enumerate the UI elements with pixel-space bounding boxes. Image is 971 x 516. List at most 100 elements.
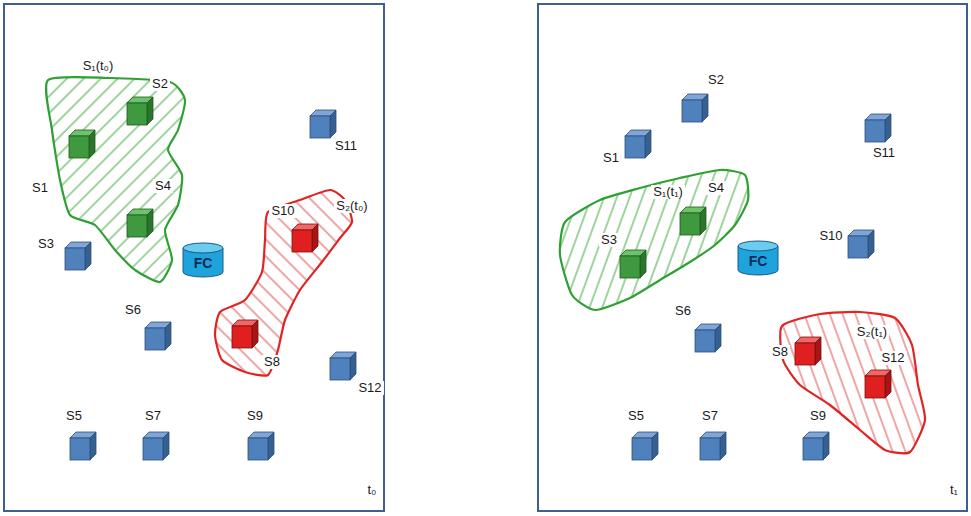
sensor-node: S4 bbox=[127, 207, 153, 237]
cube-front bbox=[682, 100, 702, 122]
cube-side bbox=[868, 230, 874, 258]
cube-front bbox=[620, 256, 640, 278]
sensor-node: S1 bbox=[69, 128, 95, 158]
time-panel: S1S2S4S₁(t₀)S11S10S8S₂(t₀)S3FCS6S12S5S7S… bbox=[3, 3, 385, 512]
region-boundary bbox=[560, 170, 749, 310]
sensor-label: S3 bbox=[599, 233, 619, 248]
fusion-center: FC bbox=[737, 240, 779, 276]
cube-front bbox=[127, 215, 147, 237]
sensor-cube bbox=[625, 128, 651, 158]
sensor-node: S11 bbox=[865, 112, 891, 142]
sensor-label: S3 bbox=[36, 237, 56, 252]
time-label: t₀ bbox=[365, 483, 378, 498]
sensor-cube bbox=[803, 430, 829, 460]
cube-front bbox=[848, 236, 868, 258]
sensor-cube bbox=[310, 108, 336, 138]
sensor-node: S3 bbox=[65, 240, 91, 270]
sensor-node: S5 bbox=[70, 430, 96, 460]
region-boundary bbox=[780, 312, 925, 453]
cube-front bbox=[695, 330, 715, 352]
sensor-cube bbox=[680, 205, 706, 235]
cube-side bbox=[330, 110, 336, 138]
cube-side bbox=[147, 209, 153, 237]
sensor-node: S2 bbox=[127, 95, 153, 125]
sensor-node: S10 bbox=[292, 222, 318, 252]
sensor-cube bbox=[795, 335, 821, 365]
cube-side bbox=[85, 242, 91, 270]
cylinder-top bbox=[183, 243, 223, 253]
sensor-label: S4 bbox=[706, 181, 726, 196]
sensor-node: S4 bbox=[680, 205, 706, 235]
sensor-label: S1 bbox=[30, 181, 50, 196]
sensor-cube bbox=[620, 248, 646, 278]
sensor-label: S8 bbox=[262, 355, 282, 370]
cube-side bbox=[350, 352, 356, 380]
sensor-cube bbox=[848, 228, 874, 258]
time-panel: S2S1S11S4S3S₁(t₁)FCS10S6S8S12S₂(t₁)S5S7S… bbox=[537, 3, 968, 512]
time-label: t₁ bbox=[948, 483, 960, 498]
sensor-cube bbox=[632, 430, 658, 460]
sensor-node: S11 bbox=[310, 108, 336, 138]
sensor-cube bbox=[248, 430, 274, 460]
sensor-label: S9 bbox=[245, 409, 265, 424]
sensor-node: S10 bbox=[848, 228, 874, 258]
sensor-cube bbox=[127, 207, 153, 237]
sensor-node: S7 bbox=[700, 430, 726, 460]
node-label: FC bbox=[194, 255, 213, 271]
cube-side bbox=[147, 97, 153, 125]
region-boundary bbox=[215, 190, 352, 376]
cube-side bbox=[640, 250, 646, 278]
sensor-cube bbox=[865, 112, 891, 142]
cube-front bbox=[625, 136, 645, 158]
sensor-label: S10 bbox=[269, 204, 296, 219]
cube-front bbox=[248, 438, 268, 460]
cube-side bbox=[252, 320, 258, 348]
sensor-label: S12 bbox=[879, 351, 906, 366]
sensor-label: S11 bbox=[871, 146, 897, 161]
region-label: S₁(t₁) bbox=[651, 185, 685, 200]
fusion-center: FC bbox=[182, 242, 224, 278]
cube-side bbox=[815, 337, 821, 365]
cube-side bbox=[715, 324, 721, 352]
cube-front bbox=[865, 376, 885, 398]
sensor-label: S7 bbox=[143, 409, 163, 424]
cube-side bbox=[312, 224, 318, 252]
sensor-cube bbox=[65, 240, 91, 270]
cube-side bbox=[165, 322, 171, 350]
sensor-node: S6 bbox=[145, 320, 171, 350]
cube-side bbox=[885, 370, 891, 398]
cube-side bbox=[702, 94, 708, 122]
sensor-label: S9 bbox=[808, 409, 828, 424]
region-label: S₂(t₁) bbox=[855, 325, 889, 340]
sensor-label: S4 bbox=[153, 179, 173, 194]
sensor-node: S1 bbox=[625, 128, 651, 158]
sensor-node: S6 bbox=[695, 322, 721, 352]
region-label: S₁(t₀) bbox=[81, 59, 116, 74]
sensor-cube bbox=[700, 430, 726, 460]
cube-side bbox=[645, 130, 651, 158]
cube-front bbox=[795, 343, 815, 365]
sensor-node: S5 bbox=[632, 430, 658, 460]
cube-front bbox=[700, 438, 720, 460]
cube-front bbox=[127, 103, 147, 125]
cube-side bbox=[885, 114, 891, 142]
sensor-label: S2 bbox=[150, 77, 170, 92]
cube-front bbox=[143, 438, 163, 460]
cube-side bbox=[720, 432, 726, 460]
sensor-label: S5 bbox=[64, 409, 84, 424]
cube-front bbox=[330, 358, 350, 380]
sensor-node: S8 bbox=[232, 318, 258, 348]
region-label: S₂(t₀) bbox=[334, 199, 369, 214]
sensor-node: S3 bbox=[620, 248, 646, 278]
cube-front bbox=[680, 213, 700, 235]
event-region: S4S3 S₁(t₁) bbox=[552, 162, 756, 318]
cube-front bbox=[292, 230, 312, 252]
sensor-label: S6 bbox=[123, 303, 143, 318]
sensor-label: S10 bbox=[817, 229, 844, 244]
cube-side bbox=[823, 432, 829, 460]
sensor-label: S5 bbox=[626, 409, 646, 424]
sensor-cube bbox=[70, 430, 96, 460]
cube-front bbox=[69, 136, 89, 158]
sensor-node: S9 bbox=[803, 430, 829, 460]
sensor-cube bbox=[232, 318, 258, 348]
